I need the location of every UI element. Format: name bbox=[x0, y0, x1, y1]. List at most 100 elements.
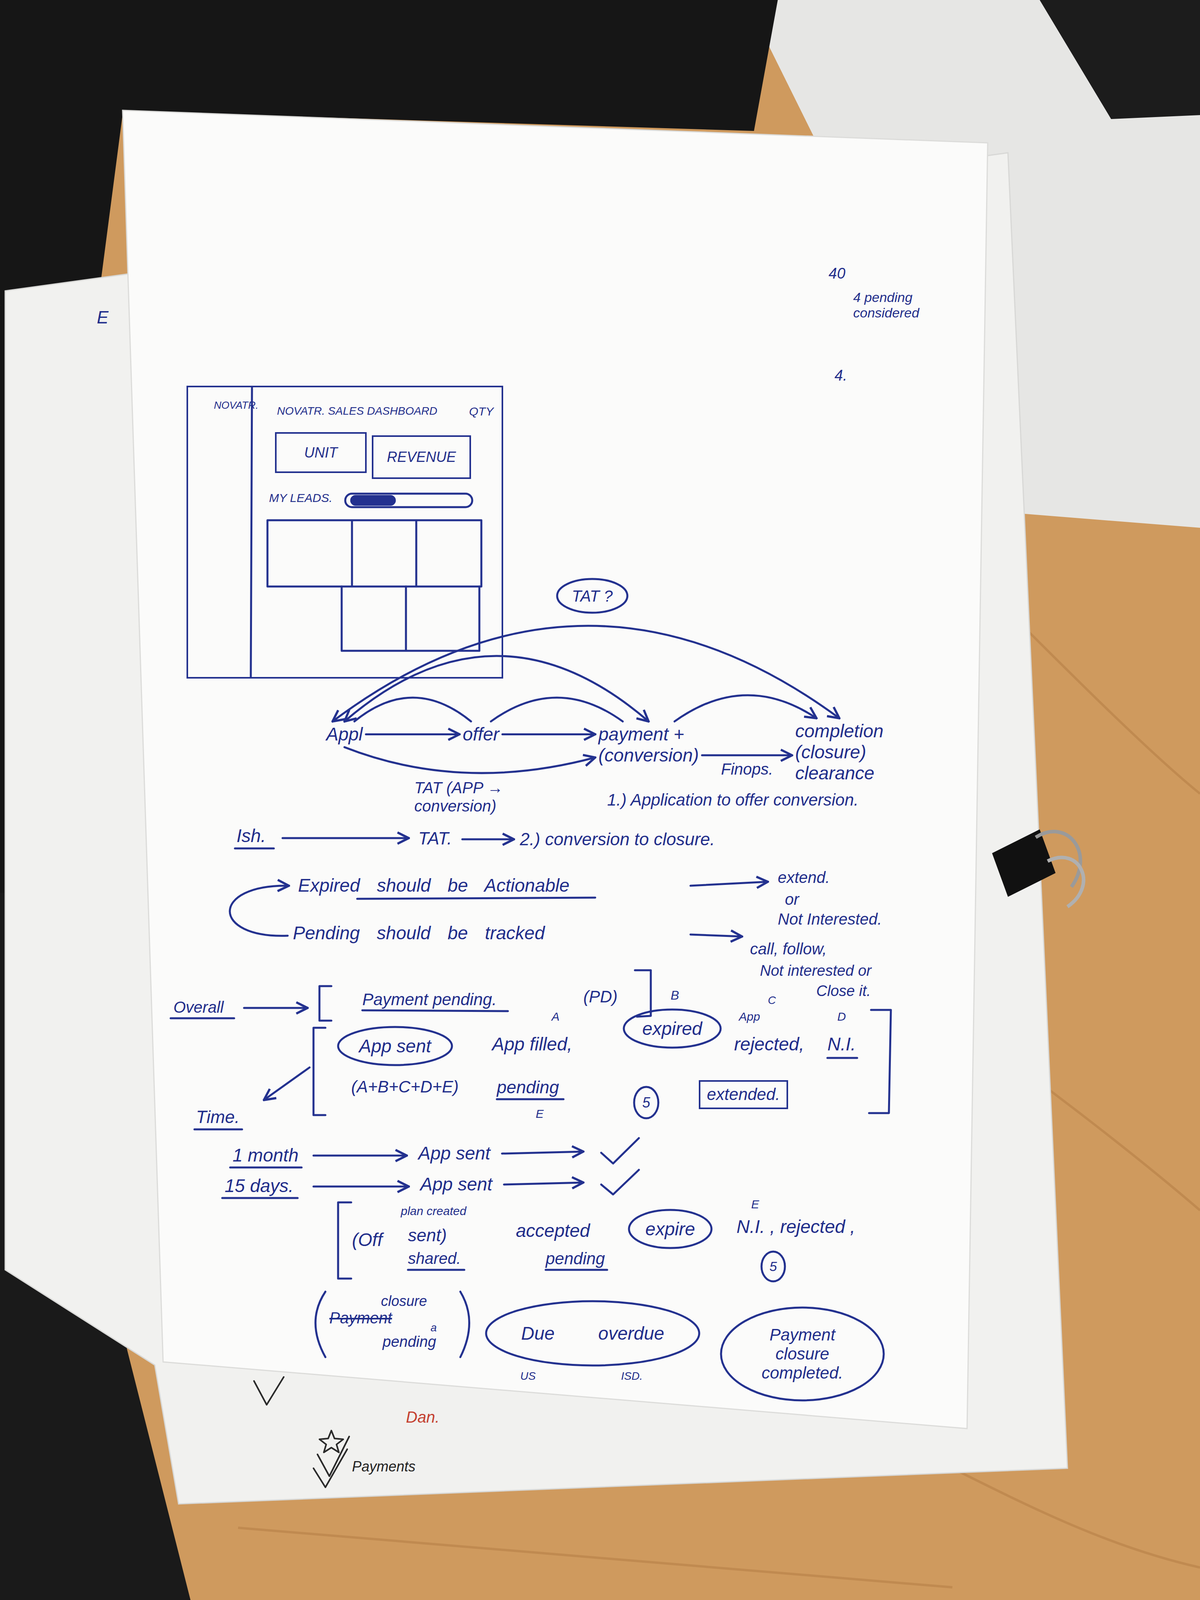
node-text: TAT ? bbox=[571, 586, 613, 606]
flow-connector bbox=[365, 733, 460, 736]
text-group: REVENUE bbox=[386, 448, 456, 466]
polygon-shape bbox=[992, 829, 1056, 897]
loop-arrow bbox=[229, 885, 289, 936]
arrow bbox=[462, 838, 514, 841]
note-text: E bbox=[535, 1107, 544, 1122]
note-text: pending bbox=[382, 1333, 437, 1351]
circled-status: expired bbox=[622, 1007, 723, 1050]
sketch-text: MY LEADS. bbox=[269, 491, 333, 506]
check-mark bbox=[253, 1376, 284, 1405]
note-text: 1.) Application to offer conversion. bbox=[607, 790, 859, 810]
circled-note: TAT ? bbox=[555, 577, 629, 615]
sketch-text: NOVATR. bbox=[213, 399, 259, 412]
oval-line bbox=[721, 1307, 884, 1401]
note-text: TAT. bbox=[418, 828, 452, 849]
note-text: US bbox=[520, 1369, 536, 1383]
note-text: App sent bbox=[420, 1173, 493, 1195]
sketch-text: QTY bbox=[469, 404, 494, 419]
underline bbox=[222, 1197, 298, 1200]
flow-connector bbox=[344, 747, 596, 774]
dark-object bbox=[1039, 0, 1200, 120]
note-text: closure bbox=[380, 1292, 427, 1310]
flow-connector bbox=[332, 625, 840, 722]
ink-marks bbox=[170, 387, 891, 1358]
note-text: Time. bbox=[196, 1107, 240, 1128]
note-text: App filled, bbox=[492, 1033, 573, 1055]
note-text: E bbox=[96, 307, 109, 328]
check-mark bbox=[601, 1138, 639, 1164]
arrow bbox=[263, 1067, 310, 1100]
text-group: TAT ? bbox=[571, 586, 613, 606]
front-sheet bbox=[122, 110, 988, 1429]
node-text: 5 bbox=[769, 1258, 777, 1275]
circled-number: 5 bbox=[759, 1250, 787, 1283]
note-text: Not interested or bbox=[759, 962, 872, 980]
flow-step: Appl bbox=[324, 722, 365, 747]
note-text: App sent bbox=[418, 1142, 491, 1164]
underline bbox=[545, 1269, 608, 1272]
arrow bbox=[313, 1154, 407, 1157]
underline bbox=[362, 1010, 508, 1012]
grid-bottom bbox=[341, 586, 480, 651]
arrow bbox=[501, 1151, 584, 1154]
edge-label: TAT (APP → conversion) bbox=[412, 778, 535, 816]
flow-connector bbox=[354, 697, 472, 722]
bracket bbox=[319, 986, 332, 1021]
note-text: 4. bbox=[834, 367, 848, 385]
note-text: B bbox=[670, 988, 679, 1003]
note-text: rejected, bbox=[734, 1033, 804, 1055]
note-text: 15 days. bbox=[224, 1175, 294, 1197]
note-text: N.I. bbox=[827, 1033, 856, 1055]
note-text: Pending should be tracked bbox=[292, 922, 545, 944]
flow-connector bbox=[502, 733, 596, 736]
underline bbox=[170, 1017, 235, 1020]
wireframe-frame: NOVATR. NOVATR. SALES DASHBOARD QTY MY LEAD… bbox=[186, 385, 504, 679]
text-group: expired bbox=[642, 1018, 703, 1040]
note-text: App bbox=[738, 1009, 760, 1024]
flow-step: offer bbox=[461, 722, 501, 747]
note-text: (PD) bbox=[583, 987, 618, 1007]
flow-step: payment +(conversion) bbox=[596, 722, 701, 768]
grid-top bbox=[267, 520, 482, 587]
flow-connector bbox=[674, 695, 817, 722]
note-text: (Off bbox=[351, 1229, 383, 1251]
bracket bbox=[869, 1009, 891, 1114]
bracket bbox=[313, 1027, 326, 1116]
path-shape bbox=[238, 1527, 953, 1588]
oval-line bbox=[486, 1301, 700, 1366]
node-text: overdue bbox=[598, 1323, 665, 1345]
arrow bbox=[503, 1182, 584, 1185]
pill-fill bbox=[351, 496, 395, 505]
text-group: payment +(conversion) bbox=[598, 723, 699, 766]
sketch-text: NOVATR. SALES DASHBOARD bbox=[276, 404, 438, 418]
note-text: C bbox=[767, 994, 776, 1007]
check-mark bbox=[313, 1449, 348, 1488]
circled-status: App sent bbox=[336, 1025, 454, 1067]
node-text: 5 bbox=[642, 1094, 650, 1111]
node-text: offer bbox=[462, 723, 500, 745]
underline bbox=[194, 1128, 243, 1131]
note-text: sent) bbox=[407, 1225, 447, 1246]
node-text: expired bbox=[642, 1018, 703, 1040]
note-text: Dan. bbox=[405, 1407, 440, 1427]
note-text: Expired should be Actionable bbox=[298, 875, 570, 897]
note-text: 1 month bbox=[232, 1144, 299, 1166]
note-text: (A+B+C+D+E) bbox=[351, 1077, 459, 1097]
note-text: Payments bbox=[351, 1458, 416, 1475]
note-text: plan created bbox=[400, 1204, 467, 1219]
node-text: (conversion) bbox=[598, 744, 699, 766]
text-group: Appl bbox=[326, 723, 363, 745]
text-group: completion(closure)clearance bbox=[795, 720, 884, 784]
oval-line bbox=[338, 1026, 452, 1066]
note-text: 2.) conversion to closure. bbox=[519, 829, 716, 850]
node-text: Payment closure completed. bbox=[748, 1325, 856, 1383]
note-text: 4 pending considered bbox=[853, 289, 949, 321]
note-text: D bbox=[837, 1009, 847, 1024]
underline bbox=[827, 1057, 858, 1060]
text-group: Payment closure completed. bbox=[748, 1325, 856, 1383]
check-mark bbox=[317, 1436, 350, 1477]
oval-line bbox=[761, 1251, 785, 1282]
